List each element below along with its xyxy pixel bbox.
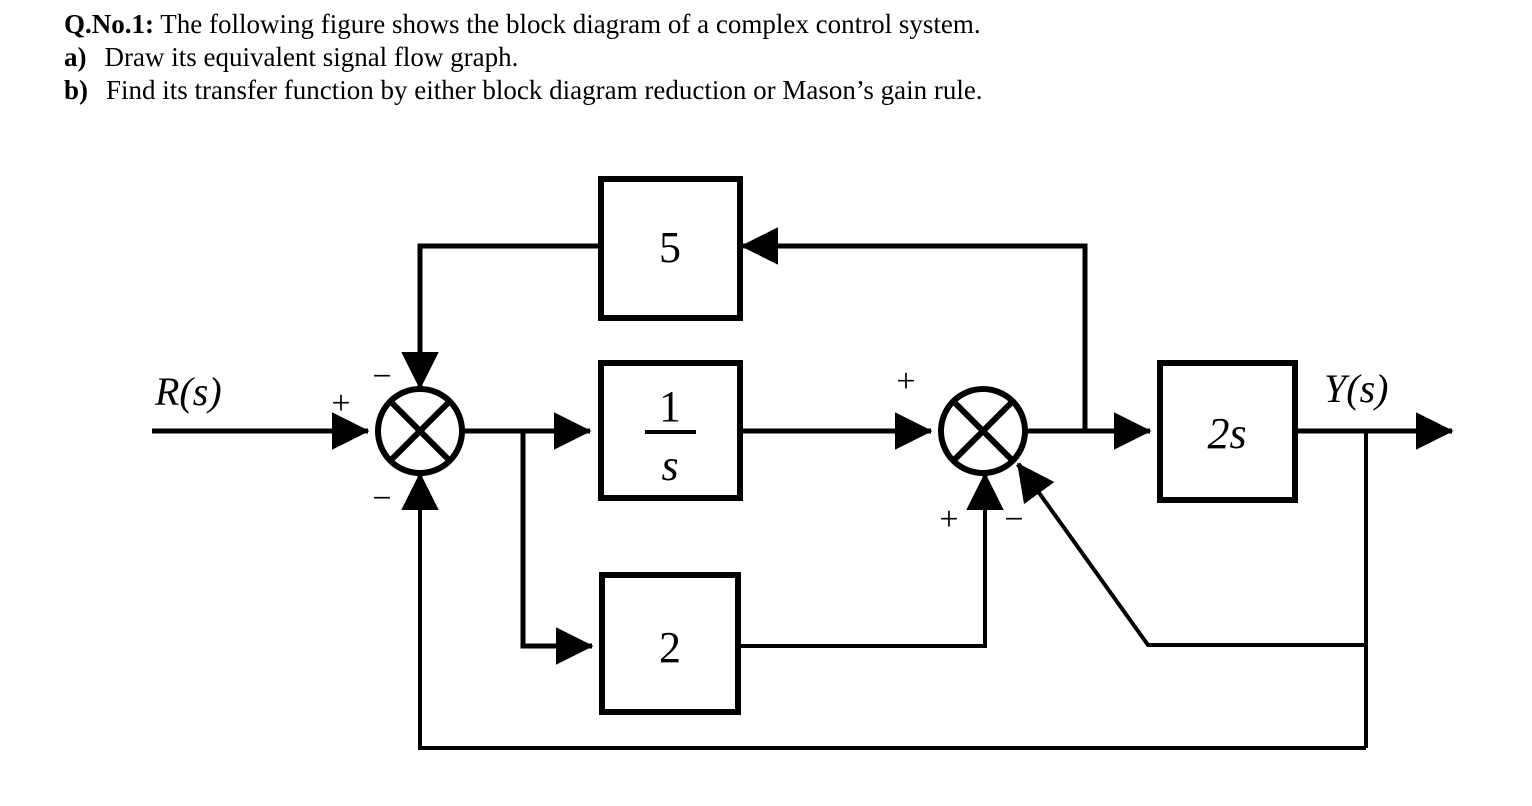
summing-junction-1[interactable] xyxy=(375,386,465,476)
block-diagram: 5 1 s 2 2s + − xyxy=(0,130,1532,806)
block-gain5-label: 5 xyxy=(659,223,681,272)
output-label-ys: Y(s) xyxy=(1324,366,1388,411)
block-integrator[interactable]: 1 s xyxy=(598,360,743,501)
question-number: Q.No.1: xyxy=(64,9,154,39)
wire-branch-to-gain2 xyxy=(520,431,594,665)
question-text-block: Q.No.1: The following figure shows the b… xyxy=(64,8,1464,107)
question-part-a-text: Draw its equivalent signal flow graph. xyxy=(104,42,519,72)
wire-gain2-to-sum2 xyxy=(738,472,1004,648)
sum2-sign-diagonal: − xyxy=(1004,501,1023,538)
question-part-a-line: a) Draw its equivalent signal flow graph. xyxy=(64,41,1464,74)
wire-feedback-to-gain5 xyxy=(740,227,1088,431)
sum1-sign-bottom: − xyxy=(372,480,391,517)
question-statement: The following figure shows the block dia… xyxy=(160,9,981,39)
wire-gain5-to-sum1 xyxy=(401,243,601,390)
block-gain2-label: 2 xyxy=(659,623,681,672)
wire-diagonal-feedback-to-sum2 xyxy=(1015,462,1366,647)
sum1-sign-top: − xyxy=(372,358,391,395)
question-part-b-text: Find its transfer function by either blo… xyxy=(106,75,983,105)
input-label-rs: R(s) xyxy=(154,369,222,414)
question-statement-line: Q.No.1: The following figure shows the b… xyxy=(64,8,1464,41)
block-gain2s-label: 2s xyxy=(1207,409,1246,458)
sum1-sign-left: + xyxy=(331,385,350,422)
block-gain2s[interactable]: 2s xyxy=(1157,360,1298,503)
block-gain5[interactable]: 5 xyxy=(598,176,743,321)
block-gain2[interactable]: 2 xyxy=(599,572,741,715)
block-integrator-numerator: 1 xyxy=(659,382,681,431)
summing-junction-2[interactable] xyxy=(938,386,1028,476)
sum2-sign-left: + xyxy=(896,363,915,400)
sum2-sign-bottom: + xyxy=(939,501,958,538)
question-part-b-label: b) xyxy=(64,75,89,105)
question-part-b-line: b) Find its transfer function by either b… xyxy=(64,74,1464,107)
question-part-a-label: a) xyxy=(64,42,87,72)
wire-global-feedback-to-sum1 xyxy=(401,472,1366,750)
block-integrator-denominator: s xyxy=(661,441,678,490)
